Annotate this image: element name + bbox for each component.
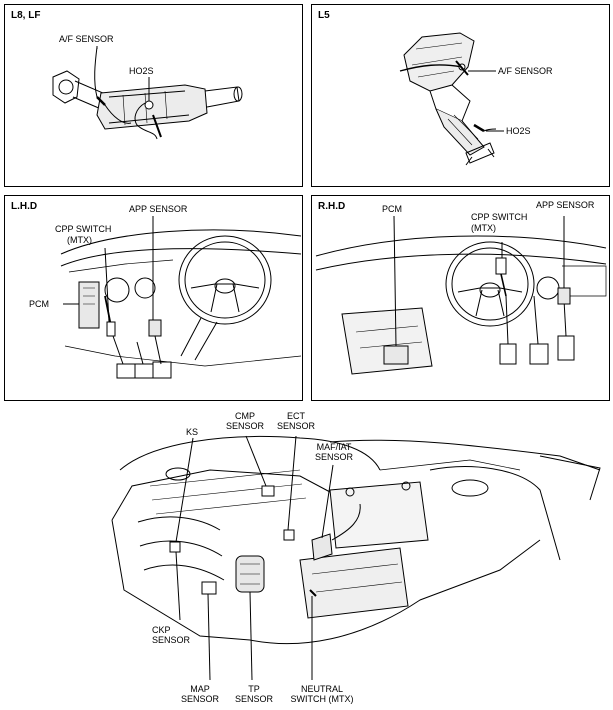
neutral-switch-label: NEUTRAL SWITCH (MTX)	[282, 684, 362, 704]
tp-sensor-label: TP SENSOR	[230, 684, 278, 704]
cmp-sensor-label: CMP SENSOR	[222, 411, 268, 431]
panel-title: R.H.D	[318, 201, 346, 212]
ckp-line1: CKP	[152, 625, 171, 635]
panel-title: L5	[318, 10, 330, 21]
panel-l5: L5 A/F SENSOR HO2S	[311, 4, 610, 187]
cmp-line2: SENSOR	[225, 421, 264, 431]
ks-label: KS	[186, 427, 199, 437]
af-sensor-label: A/F SENSOR	[498, 66, 553, 76]
maf-line2: SENSOR	[314, 452, 353, 462]
map-sensor-label: MAP SENSOR	[176, 684, 224, 704]
panel-title: L.H.D	[11, 201, 38, 212]
app-sensor-label: APP SENSOR	[536, 200, 595, 210]
tp-line2: SENSOR	[234, 694, 273, 704]
ect-sensor-label: ECT SENSOR	[273, 411, 319, 431]
pcm-label: PCM	[382, 204, 402, 214]
exhaust-manifold-illustration	[5, 5, 304, 188]
maf-iat-sensor-label: MAF/IAT SENSOR	[308, 442, 360, 462]
maf-line1: MAF/IAT	[316, 442, 352, 452]
ect-line1: ECT	[287, 411, 305, 421]
ckp-line2: SENSOR	[152, 635, 191, 645]
map-line1: MAP	[190, 684, 210, 694]
app-sensor-label: APP SENSOR	[129, 204, 188, 214]
tp-line1: TP	[248, 684, 260, 694]
panel-rhd: R.H.D	[311, 195, 610, 401]
cmp-line1: CMP	[235, 411, 255, 421]
neutral-line2: SWITCH (MTX)	[290, 694, 354, 704]
neutral-line1: NEUTRAL	[300, 684, 343, 694]
af-sensor-label: A/F SENSOR	[59, 34, 114, 44]
panel-lhd: L.H.D	[4, 195, 303, 401]
cpp-mtx-label: (MTX)	[67, 235, 92, 245]
pcm-label: PCM	[29, 299, 49, 309]
right-hand-drive-cabin-illustration	[312, 196, 611, 402]
ho2s-label: HO2S	[129, 66, 154, 76]
ckp-sensor-label: CKP SENSOR	[152, 625, 190, 645]
exhaust-manifold-illustration	[312, 5, 611, 188]
cpp-mtx-label: (MTX)	[471, 223, 496, 233]
ect-line2: SENSOR	[276, 421, 315, 431]
cpp-switch-label: CPP SWITCH	[55, 224, 112, 234]
panel-title: L8, LF	[11, 10, 41, 21]
panel-l8-lf: L8, LF A/F SENSOR H	[4, 4, 303, 187]
left-hand-drive-cabin-illustration	[5, 196, 304, 402]
cpp-switch-label: CPP SWITCH	[471, 212, 528, 222]
ho2s-label: HO2S	[506, 126, 531, 136]
map-line2: SENSOR	[180, 694, 219, 704]
